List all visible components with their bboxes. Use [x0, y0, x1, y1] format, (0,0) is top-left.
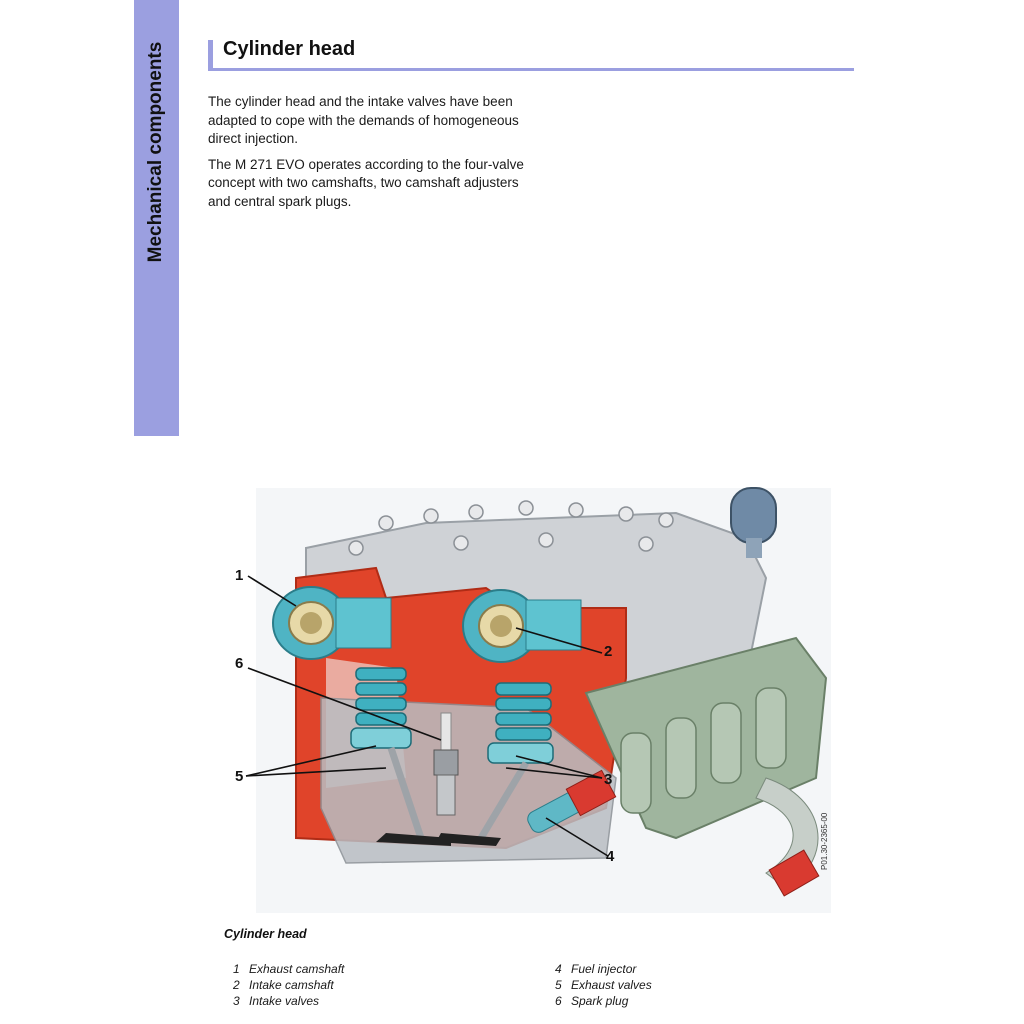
callout-3: 3: [604, 771, 613, 788]
callout-1: 1: [235, 567, 244, 584]
callout-6: 6: [235, 655, 244, 672]
side-tab: Mechanical components: [134, 0, 179, 436]
cylinder-head-drawing: [245, 487, 831, 913]
valve-heads: [376, 833, 501, 846]
fuel-injector: [527, 769, 617, 833]
title-underline: [208, 68, 854, 71]
cylinder-head-illustration: 1 6 5 2 3 4: [226, 478, 838, 918]
intake-valve-springs: [487, 682, 554, 764]
title-accent-bar: [208, 40, 213, 71]
valve-stems: [387, 746, 530, 840]
cover-bolts: [348, 500, 674, 556]
spark-plug: [433, 712, 459, 816]
callout-4: 4: [606, 848, 615, 865]
leader-lines: [245, 575, 609, 857]
page-title: Cylinder head: [223, 38, 356, 60]
paragraph: The M 271 EVO operates according to the …: [208, 156, 524, 209]
figure-id: P01.30-2365-00: [820, 812, 829, 870]
side-tab-label: Mechanical components: [145, 41, 166, 263]
fuel-rail: [584, 636, 828, 897]
callout-5: 5: [235, 768, 244, 785]
paragraph: The cylinder head and the intake valves …: [208, 94, 519, 146]
exhaust-camshaft: [272, 586, 392, 660]
body-text: The cylinder head and the intake valves …: [208, 93, 538, 218]
exhaust-valve-springs: [350, 667, 412, 749]
callout-2: 2: [604, 643, 613, 660]
pressure-regulator: [730, 487, 777, 558]
figure-caption: Cylinder head: [224, 927, 307, 941]
intake-camshaft: [462, 589, 582, 663]
